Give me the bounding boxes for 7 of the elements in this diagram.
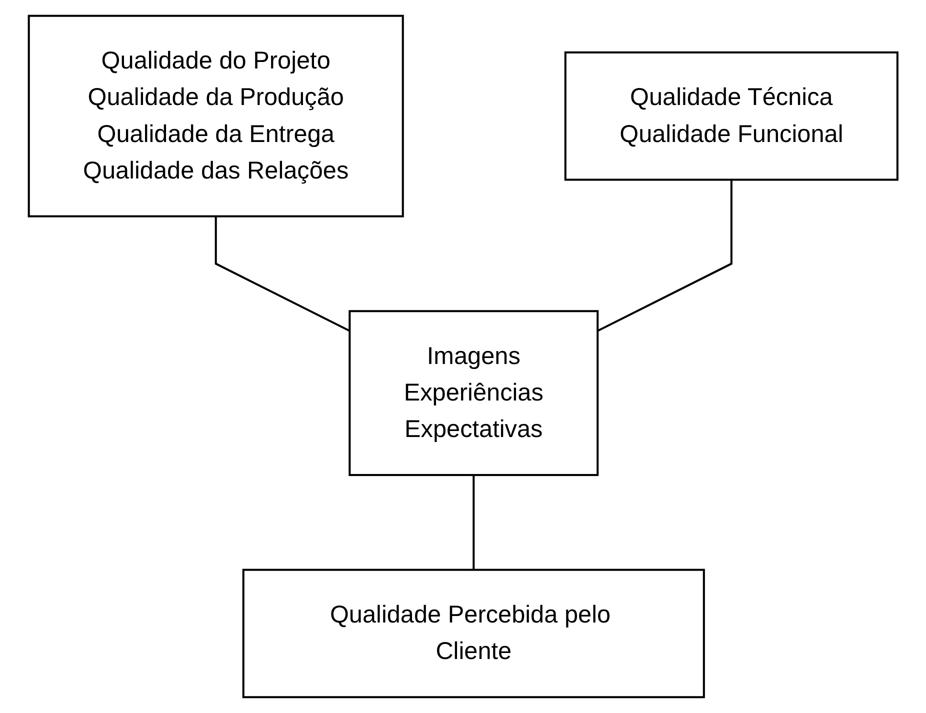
node-box: Qualidade Técnica Qualidade Funcional — [564, 51, 898, 181]
connector — [597, 180, 732, 332]
node-box: Qualidade Percebida pelo Cliente — [242, 568, 705, 698]
connector — [214, 216, 350, 332]
connector — [472, 475, 475, 570]
node-box: Qualidade do Projeto Qualidade da Produção Qualidade da Entrega Qualidade das Relações — [28, 14, 404, 218]
node-box: Imagens Experiências Expectativas — [348, 310, 598, 476]
